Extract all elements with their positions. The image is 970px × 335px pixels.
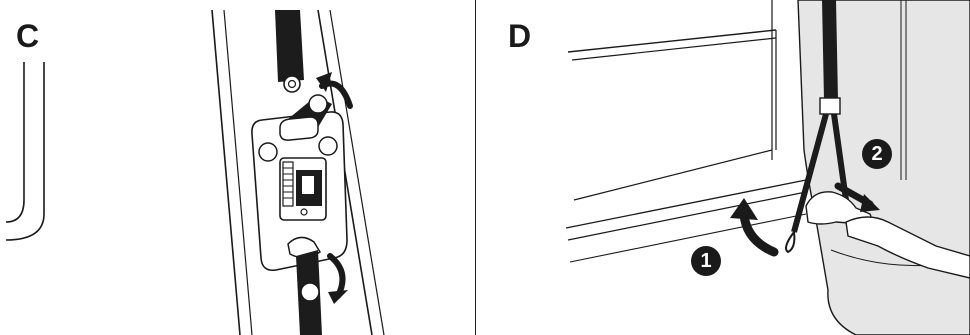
top-bolt	[284, 76, 300, 92]
panel-d: D 1 2	[476, 0, 970, 335]
b-pillar-left-edge	[212, 10, 240, 335]
buckle-window	[302, 176, 314, 194]
vertical-strap	[822, 0, 838, 100]
panel-c: C	[0, 0, 475, 335]
panel-d-illustration	[476, 0, 970, 335]
step-2-badge: 2	[862, 139, 892, 169]
hook	[786, 232, 794, 252]
step-1-badge: 1	[691, 246, 721, 276]
strap-buckle	[820, 98, 840, 114]
door-pillar-outline-inner	[6, 62, 44, 240]
door-pillar-outline	[6, 62, 24, 222]
buckle-rivet	[301, 209, 307, 215]
curve-arrow-1	[744, 214, 774, 252]
lower-strap-knob	[301, 283, 319, 301]
buckle-spring	[283, 162, 293, 206]
rotate-arrow-lower	[330, 256, 343, 296]
plate-hole-right	[319, 137, 337, 155]
upper-strap-knob	[309, 95, 327, 113]
top-strap	[275, 10, 304, 82]
upper-slot	[280, 117, 318, 140]
rotate-arrow-lower-head	[328, 290, 348, 304]
panel-c-illustration	[0, 0, 475, 335]
plate-hole-left	[259, 143, 277, 161]
sill-line-2	[568, 192, 806, 240]
b-pillar-inner-left	[224, 10, 252, 335]
curve-arrow-1-head	[730, 198, 758, 220]
